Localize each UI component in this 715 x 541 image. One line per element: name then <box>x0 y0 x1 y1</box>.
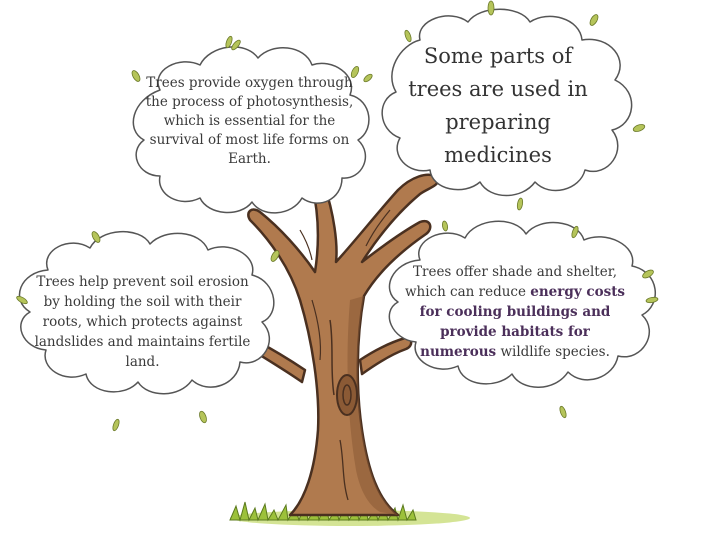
shade-text-part-2: wildlife species. <box>500 344 610 360</box>
bubble-shade-text: Trees offer shade and shelter, which can… <box>400 262 630 362</box>
bubble-oxygen-text: Trees provide oxygen through the process… <box>145 75 354 167</box>
shade-text-highlight: energy costs for cooling buildings and p… <box>419 284 626 360</box>
cloud-shade <box>388 220 656 388</box>
shade-text-part-1: Trees offer shade and shelter, which can… <box>404 264 617 300</box>
cloud-erosion <box>18 231 275 395</box>
trunk-knot <box>336 374 358 416</box>
bubble-medicine-text: Some parts of trees are used in preparin… <box>408 44 588 167</box>
cloud-oxygen <box>132 46 370 214</box>
cloud-medicine <box>381 8 633 197</box>
leaves <box>16 0 659 432</box>
bubble-erosion-text: Trees help prevent soil erosion by holdi… <box>34 274 251 370</box>
